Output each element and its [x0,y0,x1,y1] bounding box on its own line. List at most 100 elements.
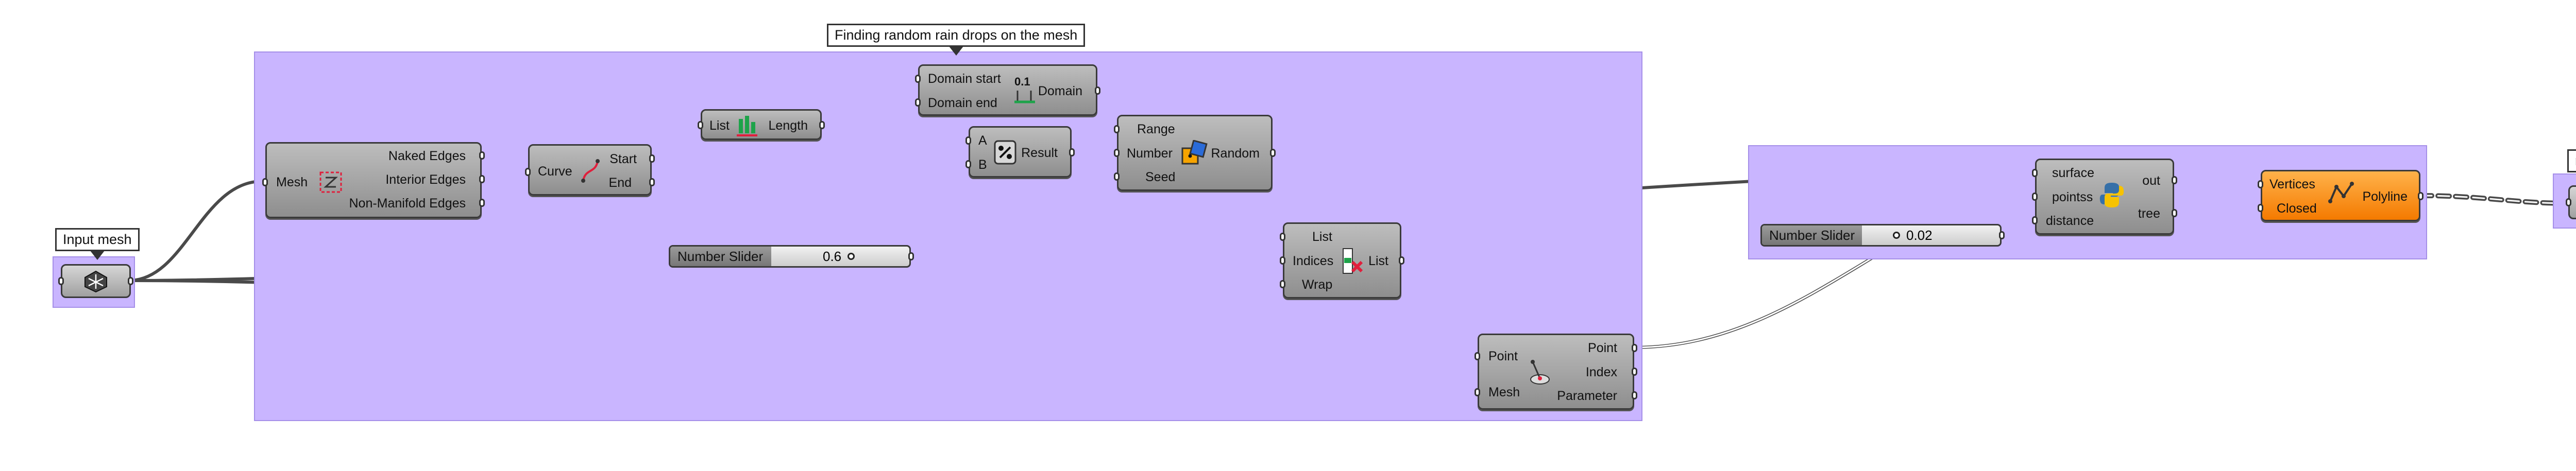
point-input-label: Point [1488,349,1518,363]
curve-input-grip[interactable] [525,168,531,176]
vertices-grip[interactable] [2258,180,2263,188]
polyline-component[interactable]: Vertices Closed Polyline [2258,170,2424,221]
domain-start-label: Domain start [928,72,1001,86]
non-manifold-grip[interactable] [479,199,485,207]
list-output-grip[interactable] [1399,256,1404,265]
b-input-label: B [978,158,987,172]
out-output-label: out [2142,173,2160,188]
rain-flow-param[interactable] [2566,185,2576,219]
start-grip[interactable] [649,154,655,163]
list-input-label: List [709,118,730,133]
parameter-output-label: Parameter [1557,389,1617,403]
slider-value: 0.6 [823,248,842,264]
domain-icon: 0.1 [1014,75,1035,103]
number-slider-0-02[interactable]: Number Slider 0.02 [1760,224,2005,247]
list-output-label: List [1368,254,1388,268]
rain-flow-callout: rain flow [2567,149,2576,172]
interior-edges-grip[interactable] [479,175,485,183]
multiply-component[interactable]: A B Result [965,126,1075,178]
domain-output-label: Domain [1038,84,1082,98]
random-output-label: Random [1211,146,1260,161]
closest-point-icon [1530,360,1550,385]
indices-grip[interactable] [1280,256,1285,265]
slider-knob[interactable] [1893,232,1900,239]
input-grip[interactable] [58,277,64,285]
mesh-input-label: Mesh [1488,385,1520,399]
index-output-label: Index [1585,365,1617,379]
polyline-output-grip[interactable] [2418,192,2424,200]
end-output-label: End [608,176,632,190]
curve-ends-component[interactable]: Curve Start End [525,144,655,196]
point-output-label: Point [1588,341,1617,355]
naked-edges-grip[interactable] [479,151,485,160]
mesh-input-grip[interactable] [1475,388,1480,396]
domain-start-grip[interactable] [915,75,921,83]
non-manifold-edges-label: Non-Manifold Edges [349,196,466,211]
mesh-input-label: Mesh [276,175,308,189]
interior-edges-label: Interior Edges [385,172,466,187]
tree-grip[interactable] [2172,209,2177,217]
domain-end-grip[interactable] [915,98,921,107]
number-slider-0-6[interactable]: Number Slider 0.6 [669,245,914,268]
input-mesh-param[interactable] [58,264,133,298]
distance-grip[interactable] [2032,216,2038,224]
mesh-edges-icon [319,171,342,193]
closed-grip[interactable] [2258,204,2263,212]
wrap-label: Wrap [1302,277,1333,292]
point-input-grip[interactable] [1475,352,1480,360]
range-grip[interactable] [1114,125,1120,133]
wrap-grip[interactable] [1280,280,1285,288]
mesh-edges-component[interactable]: Mesh Naked Edges Interior Edges Non-Mani… [262,142,485,218]
construct-domain-component[interactable]: Domain start Domain end 0.1 Domain [915,64,1100,116]
slider-name: Number Slider [670,247,778,266]
random-component[interactable]: Range Number Seed Random [1114,115,1276,191]
mesh-closest-point-component[interactable]: Point Mesh Point Index Parameter [1475,334,1637,410]
slider-output-grip[interactable] [908,252,914,260]
python-script-component[interactable]: surface pointss distance out tree [2032,159,2177,235]
wire-polyline-to-output-inner [2419,195,2569,204]
seed-grip[interactable] [1114,172,1120,181]
slider-output-grip[interactable] [1999,231,2005,239]
length-output-label: Length [768,118,808,133]
group-title-callout: Finding random rain drops on the mesh [827,24,1086,56]
slider-track[interactable]: 0.02 [1862,225,2000,245]
end-grip[interactable] [649,178,655,186]
number-grip[interactable] [1114,149,1120,157]
result-grip[interactable] [1069,148,1075,156]
output-grip[interactable] [128,277,133,285]
out-grip[interactable] [2172,176,2177,184]
surface-grip[interactable] [2032,169,2038,177]
index-output-grip[interactable] [1632,368,1637,376]
list-grip[interactable] [1280,233,1285,241]
domain-output-grip[interactable] [1095,86,1100,95]
slider-knob[interactable] [848,253,855,260]
pointss-grip[interactable] [2032,193,2038,201]
random-output-grip[interactable] [1270,149,1276,157]
seed-label: Seed [1145,170,1176,184]
a-input-grip[interactable] [965,136,971,145]
b-input-grip[interactable] [965,160,971,168]
slider-value: 0.02 [1906,227,1933,243]
list-item-component[interactable]: List Indices Wrap List [1280,222,1404,299]
length-grip[interactable] [819,121,825,129]
list-length-component[interactable]: List Length [698,109,825,140]
parameter-output-grip[interactable] [1632,391,1637,399]
list-length-icon [737,116,757,136]
point-output-grip[interactable] [1632,344,1637,352]
list-item-icon [1343,248,1363,274]
input-grip[interactable] [2566,198,2571,206]
list-input-grip[interactable] [698,121,703,129]
polyline-output-label: Polyline [2362,189,2408,204]
pointss-label: pointss [2052,190,2093,204]
a-input-label: A [978,133,987,148]
number-label: Number [1127,146,1173,161]
python-icon [2099,183,2124,207]
mesh-input-grip[interactable] [262,178,268,186]
wire-mesh-to-meshedges[interactable] [127,180,264,282]
indices-label: Indices [1293,254,1334,268]
naked-edges-label: Naked Edges [388,149,466,163]
result-output-label: Result [1021,146,1058,160]
range-label: Range [1137,122,1175,136]
slider-track[interactable]: 0.6 [771,247,909,266]
